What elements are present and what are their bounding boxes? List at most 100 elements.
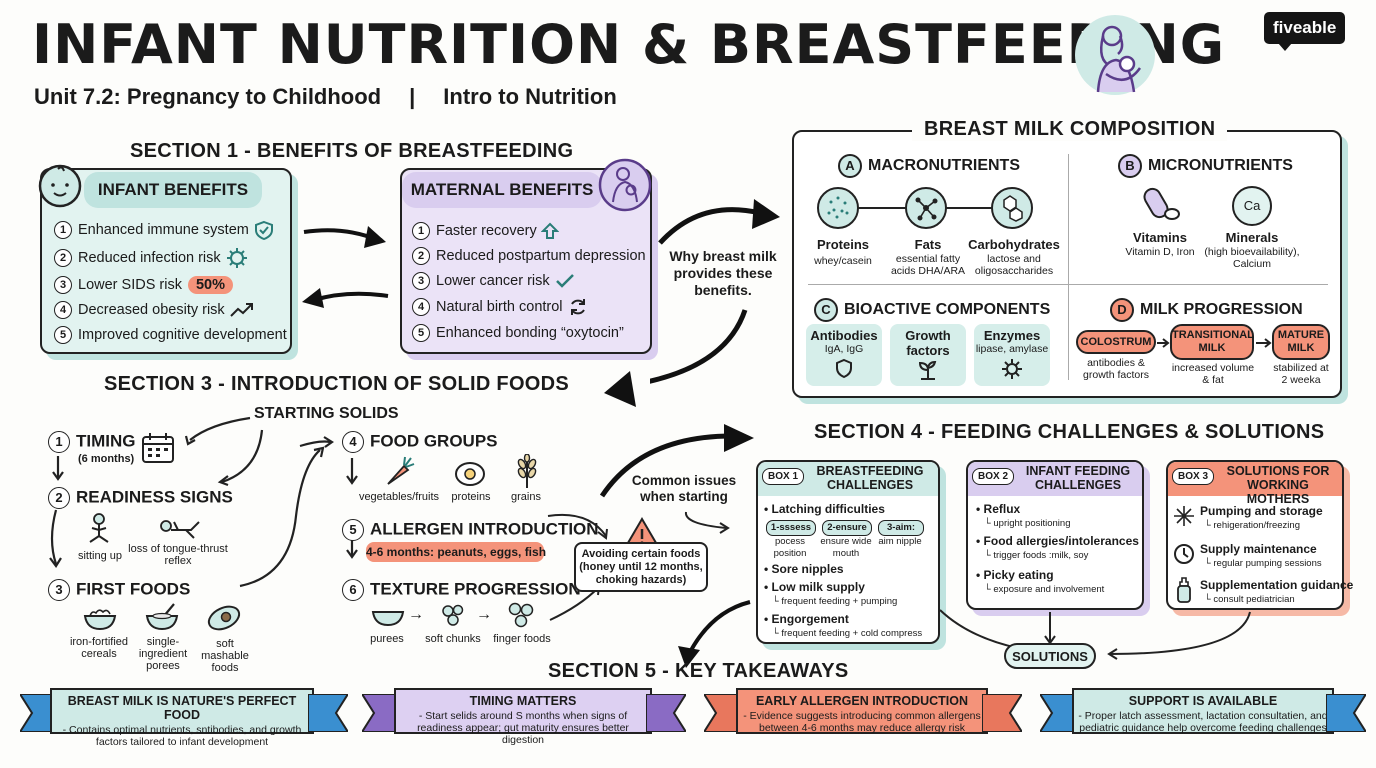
benefits-exchange-arrows xyxy=(302,226,389,308)
refresh-cycle-icon xyxy=(570,299,585,315)
purees-label: purees xyxy=(370,633,404,645)
box3-title: SOLUTIONS FOR WORKING MOTHERS xyxy=(1226,464,1330,506)
tongue-thrust-label: loss of tongue-thrust reflex xyxy=(128,543,228,567)
progression-arrows xyxy=(1157,338,1272,348)
reflux-sub: └ upright positioning xyxy=(984,518,1071,529)
box2-title: INFANT FEEDING CHALLENGES xyxy=(1025,464,1131,492)
timing-sub: (6 months) xyxy=(78,453,135,465)
sids-badge: 50% xyxy=(187,276,233,294)
banner-ribbon-left xyxy=(362,694,402,732)
vitamins-label: Vitamins xyxy=(1133,230,1187,245)
supply-maintenance-item: Supply maintenance xyxy=(1200,542,1317,556)
banner-ribbon-right xyxy=(308,694,348,732)
latch-step-1-sub: pocess position xyxy=(773,536,807,559)
growth-factors-card: Growth factors xyxy=(890,324,966,386)
finger-foods-label: finger foods xyxy=(493,633,551,645)
solids-flow-arrows xyxy=(49,416,358,588)
breastfeeding-challenges-box: BOX 1 BREASTFEEDING CHALLENGES • Latchin… xyxy=(756,460,940,644)
proteins-sub: whey/casein xyxy=(814,255,872,267)
fiveable-logo: fiveable xyxy=(1264,12,1346,51)
page-subtitle: Unit 7.2: Pregnancy to Childhood|Intro t… xyxy=(34,84,617,110)
banner-ribbon-left xyxy=(1040,694,1080,732)
minerals-sub: (high bioevailability), Calcium xyxy=(1204,246,1300,270)
banner-ribbon-right xyxy=(646,694,686,732)
carbohydrates-sub: lactose and oligosaccharides xyxy=(974,253,1054,277)
picky-eating-sub: └ exposure and involvement xyxy=(984,584,1105,595)
takeaway-banner-4: SUPPORT IS AVAILABLE - Proper latch asse… xyxy=(1072,688,1334,734)
colostrum-pill: COLOSTRUM xyxy=(1076,330,1156,354)
allergen-timing-note: 4-6 months: peanuts, eggs, fish xyxy=(366,542,546,562)
calendar-icon xyxy=(142,433,174,463)
pumping-storage-item: Pumping and storage xyxy=(1200,504,1323,518)
latch-step-1: 1-sssess xyxy=(766,520,816,536)
sitting-up-label: sitting up xyxy=(77,550,123,562)
latching-difficulties-item: • Latching difficulties xyxy=(764,502,885,516)
composition-flow-arrows xyxy=(650,199,780,384)
composition-horizontal-divider xyxy=(808,284,1328,285)
carrot-icon xyxy=(387,456,415,485)
section4-heading: SECTION 4 - FEEDING CHALLENGES & SOLUTIO… xyxy=(814,421,1325,443)
soft-chunks-label: soft chunks xyxy=(425,633,481,645)
mature-milk-pill: MATURE MILK xyxy=(1272,324,1330,360)
avocado-icon xyxy=(207,605,241,631)
wheat-grain-icon xyxy=(517,454,537,488)
egg-protein-icon xyxy=(455,462,485,486)
soft-chunks-icon xyxy=(442,604,464,626)
box2-tag: BOX 2 xyxy=(972,468,1015,485)
banner-ribbon-left xyxy=(704,694,744,732)
transitional-sub: increased volume & fat xyxy=(1171,362,1255,386)
reflux-item: • Reflux xyxy=(976,502,1021,516)
iron-cereal-label: iron-fortified cereals xyxy=(69,636,129,660)
why-breast-milk-note: Why breast milk provides these benefits. xyxy=(669,248,777,298)
fats-sub: essential fatty acids DHA/ARA xyxy=(890,253,966,277)
banner-ribbon-right xyxy=(1326,694,1366,732)
mother-icon xyxy=(598,158,652,212)
infant-benefits-title: INFANT BENEFITS xyxy=(84,172,262,208)
texture-arrow-2: → xyxy=(476,606,492,623)
virus-icon xyxy=(226,248,247,268)
latch-step-3-sub: aim nipple xyxy=(878,536,922,547)
transitional-milk-pill: TRANSITIONAL MILK xyxy=(1170,324,1254,360)
shield-icon xyxy=(836,358,852,379)
calcium-mineral-icon: Ca xyxy=(1232,186,1272,226)
grains-label: grains xyxy=(511,491,541,503)
latch-step-2: 2-ensure xyxy=(822,520,872,536)
takeaway-banner-2: TIMING MATTERS - Start selids around S m… xyxy=(394,688,652,746)
section1-heading: SECTION 1 - BENEFITS OF BREASTFEEDING xyxy=(130,140,574,162)
box1-tag: BOX 1 xyxy=(762,468,805,485)
working-mothers-box: BOX 3 SOLUTIONS FOR WORKING MOTHERS Pump… xyxy=(1166,460,1353,610)
mature-sub: stabilized at 2 weeka xyxy=(1273,362,1329,386)
course-label: Intro to Nutrition xyxy=(443,84,617,109)
mother-baby-icon xyxy=(1075,15,1155,95)
latch-step-2-sub: ensure wide mouth xyxy=(820,536,872,559)
enzymes-card: Enzymes lipase, amylase xyxy=(974,324,1050,386)
starting-solids-label: STARTING SOLIDS xyxy=(254,405,399,422)
minerals-label: Minerals xyxy=(1225,230,1279,245)
antibodies-card: Antibodies IgA, IgG xyxy=(806,324,882,386)
food-allergies-item: • Food allergies/intolerances xyxy=(976,534,1139,548)
trend-up-icon xyxy=(229,303,253,317)
common-issues-note: Common issues when starting xyxy=(631,473,737,504)
takeaway-banner-3: EARLY ALLERGEN INTRODUCTION - Evidence s… xyxy=(736,688,988,734)
avoid-foods-note: Avoiding certain foods (honey until 12 m… xyxy=(574,542,708,592)
takeaway-banner-1: BREAST MILK IS NATURE'S PERFECT FOOD - C… xyxy=(50,688,314,748)
supplementation-sub: └ consult pediatrician xyxy=(1204,594,1295,605)
composition-heading: BREAST MILK COMPOSITION xyxy=(912,118,1228,141)
sitting-baby-icon xyxy=(89,513,109,543)
shield-check-icon xyxy=(254,220,273,240)
composition-vertical-divider xyxy=(1068,154,1069,380)
gear-icon xyxy=(1002,359,1022,379)
